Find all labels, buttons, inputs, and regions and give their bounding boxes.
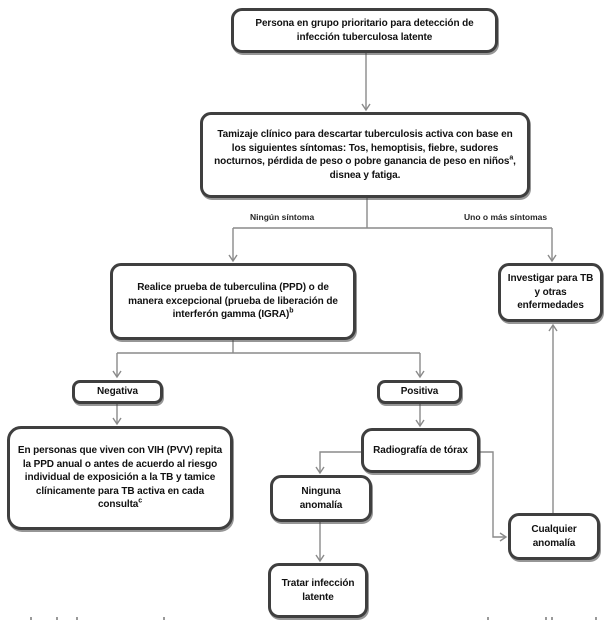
- footnote-marker-a: a: [509, 154, 514, 162]
- arrowhead-down-ppd: [228, 254, 238, 263]
- connector-xray-to-anyanomaly: [480, 451, 505, 538]
- node-chest-xray-label: Radiografía de tórax: [373, 444, 468, 456]
- node-pvv-repeat: En personas que viven con VIH (PVV) repi…: [7, 426, 233, 530]
- node-any-anomaly: Cualquier anomalía: [508, 513, 600, 560]
- arrowhead-down-xray: [415, 419, 425, 428]
- arrowhead-down-noanomaly: [315, 466, 325, 475]
- node-priority-group: Persona en grupo prioritario para detecc…: [231, 8, 498, 53]
- node-positive-label: Positiva: [400, 386, 439, 398]
- node-chest-xray: Radiografía de tórax: [361, 428, 480, 473]
- arrowhead-down-negative: [112, 370, 122, 379]
- connector-result-split: [116, 340, 421, 376]
- node-no-anomaly-label: Ninguna anomalía: [299, 486, 343, 511]
- connector-symptom-split: [232, 198, 553, 260]
- edge-label-no-symptom: Ningún síntoma: [248, 212, 317, 222]
- arrowhead-down-positive: [415, 370, 425, 379]
- node-treat-latent-label: Tratar infección latente: [281, 578, 355, 603]
- edge-label-one-or-more-symptoms: Uno o más síntomas: [462, 212, 550, 222]
- node-investigate-tb: Investigar para TB y otras enfermedades: [498, 263, 603, 322]
- arrowhead-down-screening: [361, 103, 371, 112]
- node-treat-latent: Tratar infección latente: [268, 563, 368, 618]
- node-pvv-repeat-label: En personas que viven con VIH (PVV) repi…: [17, 445, 223, 511]
- arrowhead-right-anyanomaly: [499, 532, 508, 542]
- arrowhead-down-pvv: [112, 417, 122, 426]
- node-any-anomaly-label: Cualquier anomalía: [531, 524, 577, 549]
- footnote-marker-b: b: [289, 307, 294, 315]
- footnote-marker-c: c: [138, 497, 143, 505]
- node-ppd-test: Realice prueba de tuberculina (PPD) o de…: [110, 263, 356, 340]
- node-positive: Positiva: [377, 380, 462, 404]
- footnote-cutoff-marks: [0, 617, 610, 624]
- arrowhead-up-investigate: [548, 323, 558, 332]
- arrowhead-down-treat: [315, 554, 325, 563]
- node-no-anomaly: Ninguna anomalía: [270, 475, 372, 522]
- connector-xray-to-noanomaly: [319, 451, 361, 472]
- node-screening: Tamizaje clínico para descartar tubercul…: [200, 112, 530, 198]
- arrowhead-down-investigate: [547, 254, 557, 263]
- node-priority-group-label: Persona en grupo prioritario para detecc…: [255, 18, 474, 43]
- node-negative-label: Negativa: [97, 386, 138, 398]
- node-negative: Negativa: [72, 380, 163, 404]
- node-ppd-test-label: Realice prueba de tuberculina (PPD) o de…: [128, 282, 338, 321]
- node-investigate-tb-label: Investigar para TB y otras enfermedades: [507, 273, 594, 312]
- node-screening-label: Tamizaje clínico para descartar tubercul…: [214, 129, 516, 181]
